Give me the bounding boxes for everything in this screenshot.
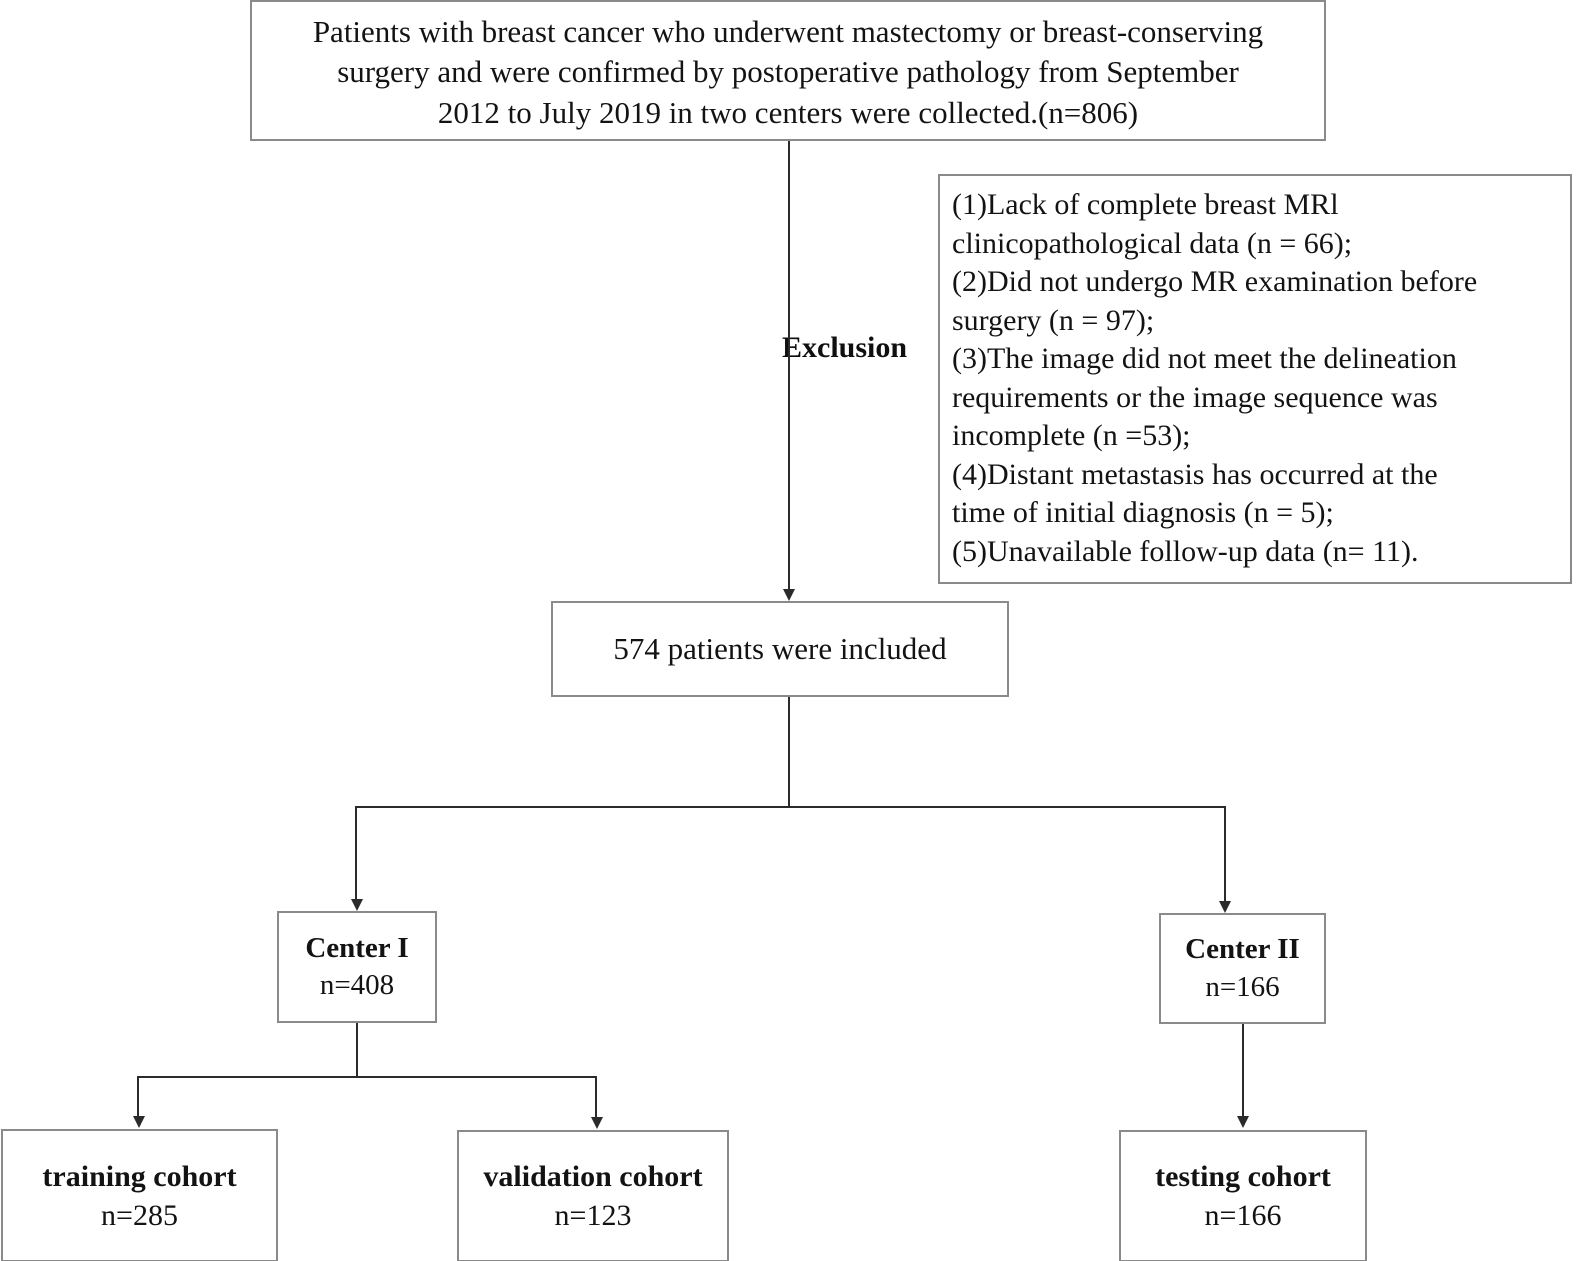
- exclusion-line-10: (5)Unavailable follow-up data (n= 11).: [952, 534, 1419, 568]
- exclusion-label: Exclusion: [782, 331, 908, 364]
- exclusion-line-2: clinicopathological data (n = 66);: [952, 226, 1353, 260]
- exclusion-line-8: (4)Distant metastasis has occurred at th…: [952, 457, 1438, 491]
- connector-center-2-to-testing: [1242, 1024, 1244, 1118]
- connector-center-1-to-split: [356, 1023, 358, 1077]
- connector-split-to-validation: [595, 1076, 597, 1119]
- source-line-1: Patients with breast cancer who underwen…: [312, 14, 1264, 50]
- arrowhead-into-testing-cohort: [1237, 1116, 1249, 1128]
- node-testing-cohort: testing cohort n=166: [1119, 1130, 1367, 1261]
- center-2-title: Center II: [1185, 933, 1300, 966]
- connector-center-split-bar: [355, 806, 1225, 808]
- node-source-population: Patients with breast cancer who underwen…: [250, 0, 1326, 141]
- connector-split-to-center-2: [1224, 806, 1226, 904]
- node-exclusion-criteria: (1)Lack of complete breast MRl clinicopa…: [938, 174, 1572, 584]
- connector-included-to-split: [788, 697, 790, 807]
- testing-cohort-title: testing cohort: [1155, 1160, 1331, 1193]
- center-2-count: n=166: [1205, 970, 1280, 1003]
- validation-cohort-count: n=123: [554, 1199, 632, 1232]
- exclusion-line-5: (3)The image did not meet the delineatio…: [952, 342, 1457, 376]
- connector-cohort-split-bar: [137, 1076, 596, 1078]
- node-center-2: Center II n=166: [1159, 913, 1326, 1024]
- arrowhead-into-center-2: [1219, 901, 1231, 913]
- connector-source-to-included: [788, 141, 790, 591]
- source-line-3: 2012 to July 2019 in two centers were co…: [437, 94, 1139, 130]
- exclusion-line-4: surgery (n = 97);: [952, 303, 1155, 337]
- source-line-2: surgery and were confirmed by postoperat…: [337, 54, 1239, 90]
- training-cohort-title: training cohort: [42, 1159, 237, 1193]
- connector-split-to-center-1: [355, 806, 357, 902]
- arrowhead-into-included: [783, 589, 795, 601]
- node-included-patients: 574 patients were included: [551, 601, 1009, 697]
- arrowhead-into-validation-cohort: [591, 1117, 603, 1129]
- node-training-cohort: training cohort n=285: [1, 1129, 278, 1261]
- exclusion-line-9: time of initial diagnosis (n = 5);: [952, 496, 1334, 530]
- center-1-count: n=408: [319, 969, 395, 1001]
- node-center-1: Center I n=408: [277, 911, 437, 1023]
- node-validation-cohort: validation cohort n=123: [457, 1130, 729, 1261]
- center-1-title: Center I: [305, 931, 409, 964]
- included-label: 574 patients were included: [613, 631, 947, 666]
- exclusion-line-7: incomplete (n =53);: [952, 419, 1191, 453]
- exclusion-line-3: (2)Did not undergo MR examination before: [952, 265, 1478, 299]
- testing-cohort-count: n=166: [1204, 1199, 1282, 1232]
- exclusion-line-1: (1)Lack of complete breast MRl: [952, 188, 1339, 221]
- validation-cohort-title: validation cohort: [483, 1160, 703, 1193]
- arrowhead-into-training-cohort: [133, 1116, 145, 1128]
- arrowhead-into-center-1: [351, 899, 363, 911]
- connector-split-to-training: [137, 1076, 139, 1118]
- training-cohort-count: n=285: [101, 1198, 178, 1232]
- exclusion-line-6: requirements or the image sequence was: [952, 380, 1438, 414]
